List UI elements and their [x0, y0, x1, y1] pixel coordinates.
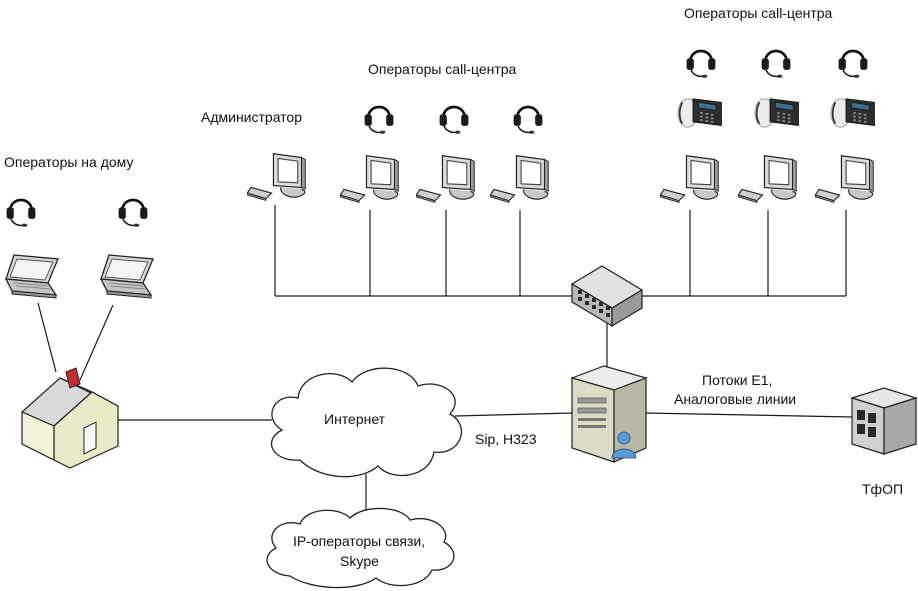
laptop2-house-link — [79, 304, 114, 381]
home-operators-label: Операторы на дому — [4, 154, 133, 170]
telephone-exchange-icon — [849, 387, 918, 455]
headset-icon — [837, 49, 869, 80]
headset-icon — [512, 105, 544, 136]
headset-icon — [117, 198, 149, 229]
desktop-computer-icon — [247, 153, 306, 202]
headset-icon — [363, 105, 395, 136]
laptop1-house-link — [37, 302, 57, 373]
internet-label: Интернет — [324, 411, 386, 427]
headset-icon — [685, 49, 717, 80]
desktop-computer-icon — [738, 155, 797, 204]
laptop-icon — [5, 254, 59, 299]
network-switch-icon — [570, 265, 644, 328]
sip-label: Sip, H323 — [475, 431, 537, 447]
connection-lines — [37, 205, 853, 516]
house-icon — [20, 367, 119, 469]
operators-mid-label: Операторы call-центра — [368, 61, 517, 77]
ip-operators-skype-label: Skype — [340, 553, 379, 569]
server-icon — [570, 365, 648, 463]
desktop-computer-icon — [660, 155, 719, 204]
laptop-icon — [100, 254, 154, 299]
cloud-icon — [270, 367, 463, 478]
operators-right-label: Операторы call-центра — [684, 5, 833, 21]
internet-server-link — [454, 412, 573, 417]
headset-icon — [760, 49, 792, 80]
headset-icon — [5, 198, 37, 229]
cloud-icon — [266, 507, 455, 589]
desktop-computer-icon — [340, 155, 399, 204]
desktop-computer-icon — [815, 155, 874, 204]
ip-phone-icon — [830, 97, 876, 129]
server-pstn-link — [644, 412, 853, 418]
streams-label: Потоки E1, — [702, 372, 772, 388]
headset-icon — [438, 105, 470, 136]
ip-phone-icon — [754, 97, 800, 129]
admin-label: Администратор — [201, 109, 302, 125]
analog-lines-label: Аналоговые линии — [674, 391, 796, 407]
desktop-computer-icon — [490, 155, 549, 204]
ip-operators-label: IP-операторы связи, — [293, 533, 425, 549]
pstn-label: ТфОП — [862, 481, 903, 497]
desktop-computer-icon — [416, 155, 475, 204]
ip-phone-icon — [677, 97, 723, 129]
